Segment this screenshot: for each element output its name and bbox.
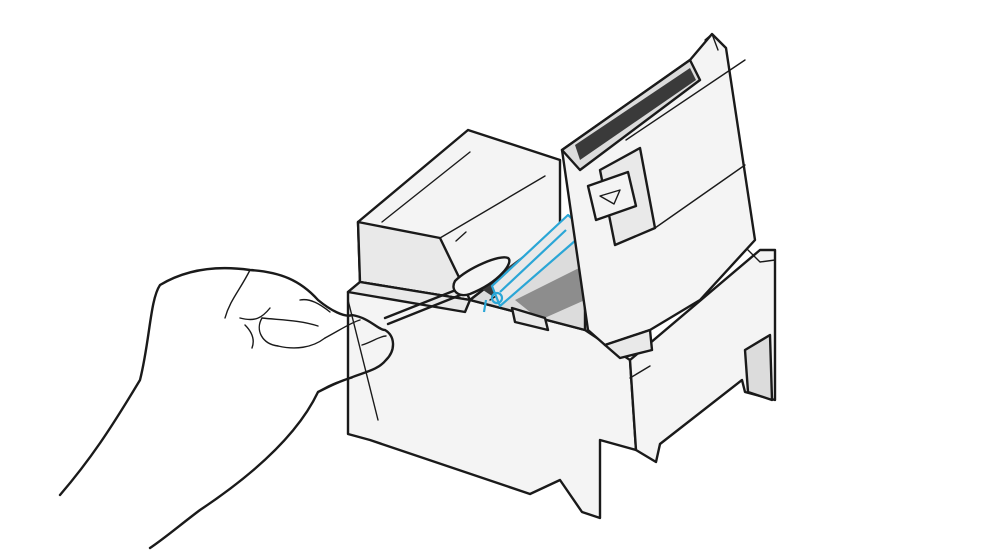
printer-front-housing: [346, 248, 777, 520]
cotton-swab: [383, 256, 511, 326]
hand: [58, 266, 395, 550]
printer-cover-open: [560, 32, 757, 360]
